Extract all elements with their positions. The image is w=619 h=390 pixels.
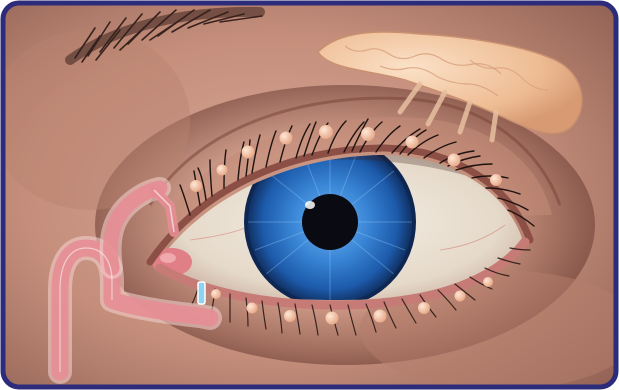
punctum-marker xyxy=(198,282,205,304)
eye-highlight xyxy=(305,201,315,209)
